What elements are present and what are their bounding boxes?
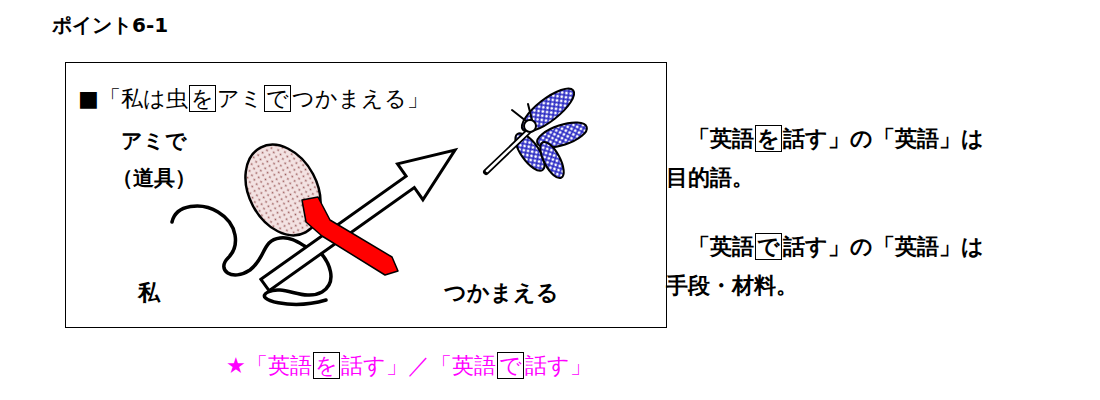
boxed-particle: で (755, 233, 782, 260)
subject-label: 私 (138, 279, 160, 308)
boxed-particle: で (497, 352, 524, 379)
dragonfly (486, 82, 590, 182)
text-line: 目的語。 (666, 159, 984, 198)
big-arrow (261, 150, 455, 291)
boxed-particle: を (189, 85, 216, 112)
boxed-particle: を (313, 352, 340, 379)
title: ポイント6-1 (52, 12, 168, 38)
text-line: 手段・材料。 (666, 267, 984, 306)
tool-label: アミで （道具） (112, 123, 196, 197)
dragonfly-antenna (512, 104, 532, 121)
explanation-note: 「英語を話す」の「英語」は 目的語。 (666, 120, 984, 197)
text-line: （道具） (112, 160, 196, 197)
text-line: つかまえる (444, 279, 559, 308)
text-line: ★「英語を話す」／「英語で話す」 (226, 352, 592, 381)
net-handle (302, 197, 398, 275)
text-line: 私 (138, 279, 160, 308)
text-line: 「英語を話す」の「英語」は (666, 120, 984, 159)
example-sentence: ■「私は虫をアミでつかまえる」 (78, 85, 429, 114)
caption: ★「英語を話す」／「英語で話す」 (226, 352, 592, 381)
text-line: 「英語で話す」の「英語」は (666, 228, 984, 267)
text-line: ポイント6-1 (52, 12, 168, 38)
boxed-particle: を (755, 125, 782, 152)
text-line: アミで (112, 123, 196, 160)
boxed-particle: で (264, 85, 291, 112)
dragonfly-wing (536, 139, 569, 182)
explanation-note: 「英語で話す」の「英語」は 手段・材料。 (666, 228, 984, 305)
verb-label: つかまえる (444, 279, 559, 308)
example-frame: ■「私は虫をアミでつかまえる」アミで （道具） 私 つかまえる (65, 62, 667, 328)
text-line: ■「私は虫をアミでつかまえる」 (78, 85, 429, 114)
dragonfly-body (487, 129, 531, 171)
dragonfly-body (486, 128, 532, 172)
